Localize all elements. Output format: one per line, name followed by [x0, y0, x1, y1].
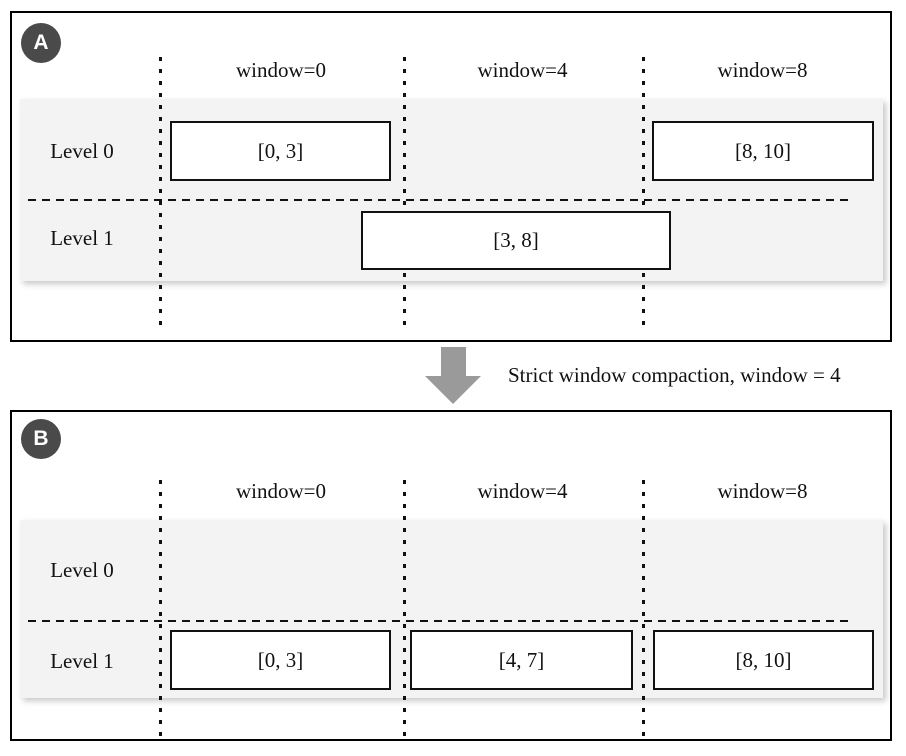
level-divider-dashed-line — [28, 620, 850, 622]
level-1-label: Level 1 — [50, 225, 114, 250]
down-arrow-icon — [425, 376, 481, 404]
interval-box: [0, 3] — [170, 630, 391, 690]
column-header-window-0: window=0 — [235, 478, 326, 503]
window-boundary-dotted-line — [159, 57, 162, 331]
panel-b-badge: B — [21, 419, 61, 459]
column-header-window-4: window=4 — [477, 478, 568, 503]
column-header-window-8: window=8 — [717, 478, 808, 503]
interval-box: [3, 8] — [361, 211, 671, 270]
column-header-window-4: window=4 — [477, 57, 568, 82]
interval-box: [8, 10] — [653, 630, 874, 690]
level-0-label: Level 0 — [50, 557, 114, 582]
window-boundary-dotted-line — [403, 57, 406, 331]
panel-b: B window=0 window=4 window=8 Level 0 Lev… — [10, 410, 892, 741]
interval-box: [0, 3] — [170, 121, 391, 181]
window-boundary-dotted-line — [159, 480, 162, 736]
interval-box: [4, 7] — [410, 630, 633, 690]
level-0-label: Level 0 — [50, 138, 114, 163]
panel-a-badge: A — [21, 23, 61, 63]
column-header-window-8: window=8 — [717, 57, 808, 82]
column-header-window-0: window=0 — [235, 57, 326, 82]
panel-a: A window=0 window=4 window=8 Level 0 Lev… — [10, 11, 892, 342]
window-boundary-dotted-line — [642, 480, 645, 736]
level-divider-dashed-line — [28, 199, 850, 201]
level-1-label: Level 1 — [50, 648, 114, 673]
window-boundary-dotted-line — [403, 480, 406, 736]
down-arrow-shaft — [441, 347, 466, 376]
compaction-arrow-label: Strict window compaction, window = 4 — [508, 362, 841, 387]
interval-box: [8, 10] — [652, 121, 874, 181]
window-boundary-dotted-line — [642, 57, 645, 331]
